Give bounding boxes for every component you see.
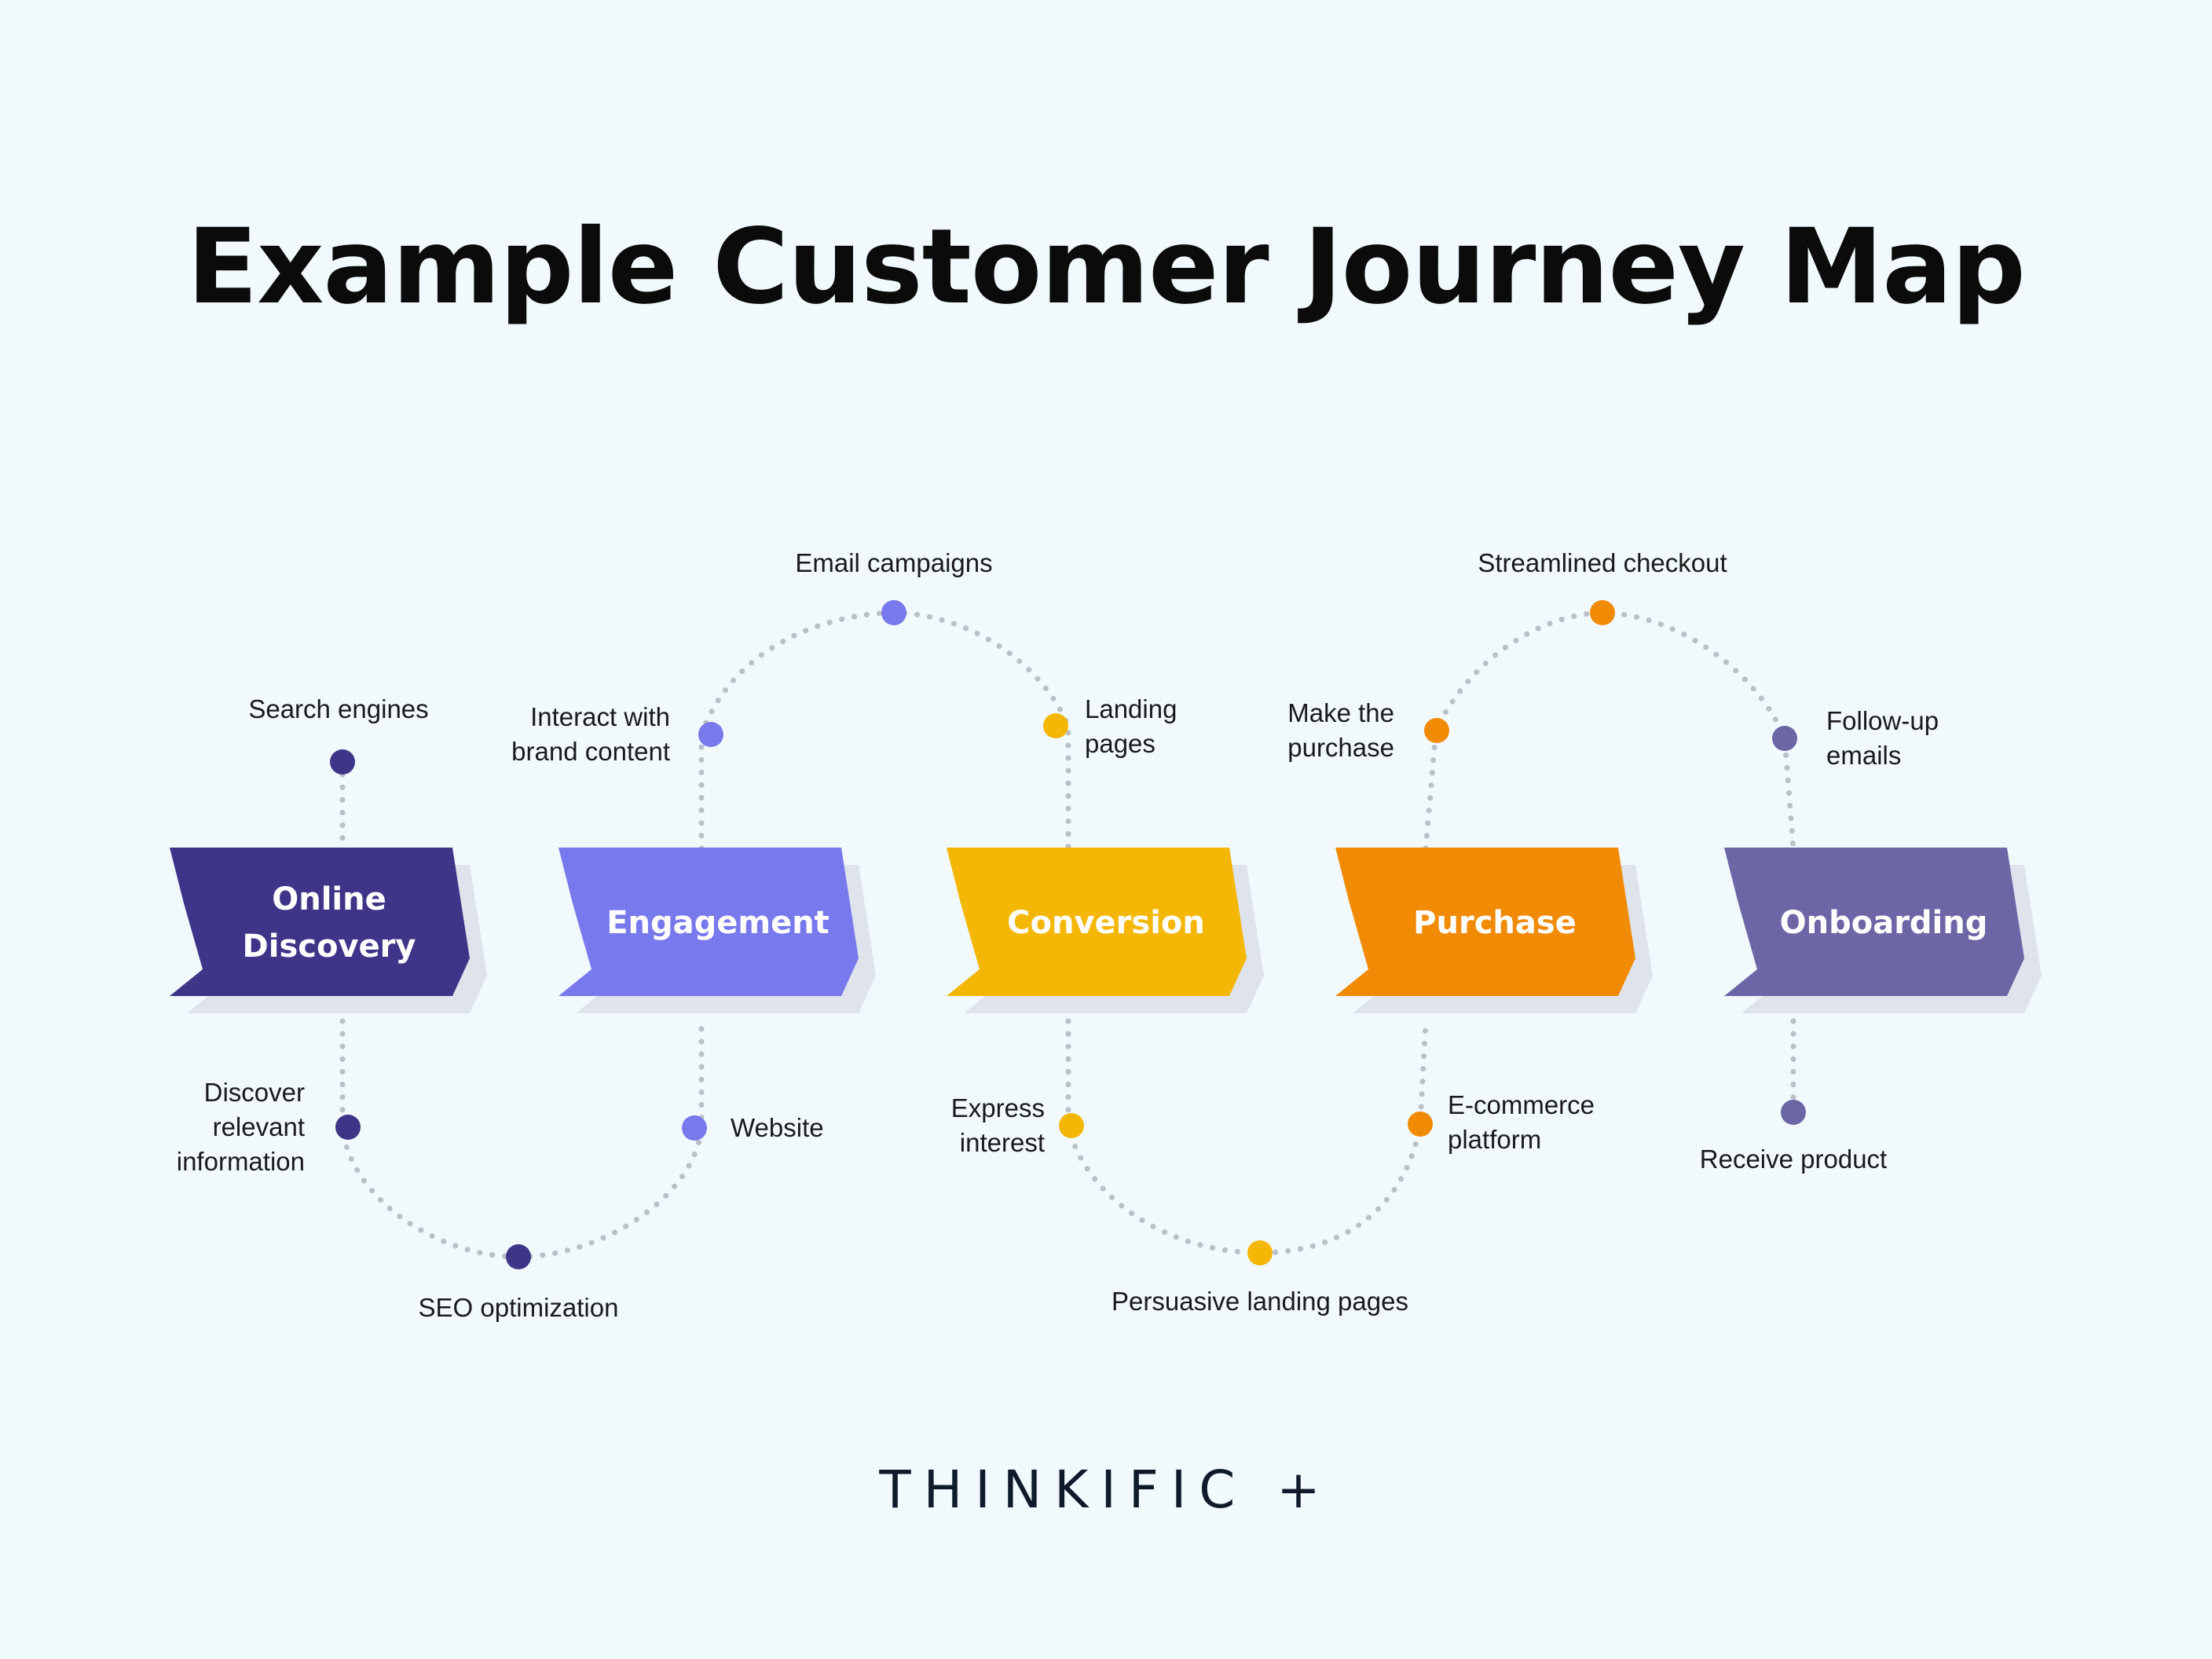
follow-up-emails-dot: [1772, 726, 1797, 751]
email-campaigns-dot: [881, 600, 906, 625]
touchpoint-dots: [330, 600, 1806, 1269]
website-dot: [682, 1115, 707, 1141]
express-interest-label: Express: [951, 1093, 1045, 1122]
express-interest-dot: [1059, 1113, 1084, 1138]
stage-banner: [558, 848, 859, 996]
make-the-purchase-dot: [1424, 718, 1449, 743]
interact-with-brand-content-dot: [698, 722, 723, 747]
search-engines-label: Search engines: [248, 694, 428, 723]
receive-product-label: Receive product: [1700, 1144, 1887, 1174]
thinkific-logo: THINKIFIC +: [879, 1459, 1333, 1520]
connector-path: [1423, 610, 1796, 851]
interact-with-brand-content-label: Interact with: [530, 702, 670, 731]
e-commerce-platform-label: E-commerce: [1448, 1090, 1595, 1119]
seo-optimization-dot: [506, 1244, 531, 1269]
stage-label: Purchase: [1413, 905, 1577, 941]
follow-up-emails-label: Follow-up: [1826, 706, 1939, 735]
discover-relevant-information-label: Discover: [204, 1078, 305, 1107]
email-campaigns-label: Email campaigns: [795, 548, 992, 577]
streamlined-checkout-label: Streamlined checkout: [1478, 548, 1727, 577]
stage-label: Conversion: [1007, 905, 1205, 941]
website-label: Website: [731, 1113, 824, 1142]
connector-path: [698, 610, 1071, 851]
interact-with-brand-content-label: brand content: [511, 737, 670, 766]
landing-pages-dot: [1043, 713, 1068, 738]
stage-engagement: Engagement: [558, 848, 876, 1013]
page-title: Example Customer Journey Map: [187, 207, 2026, 328]
persuasive-landing-pages-dot: [1247, 1240, 1273, 1265]
e-commerce-platform-label: platform: [1448, 1125, 1541, 1154]
discover-relevant-information-label: information: [177, 1147, 305, 1176]
connector-path: [339, 1018, 705, 1260]
stage-conversion: Conversion: [947, 848, 1264, 1013]
seo-optimization-label: SEO optimization: [419, 1293, 619, 1322]
follow-up-emails-label: emails: [1826, 741, 1901, 770]
make-the-purchase-label: purchase: [1287, 733, 1394, 762]
stage-onboarding: Onboarding: [1724, 848, 2042, 1013]
stage-label: Engagement: [606, 905, 830, 941]
express-interest-label: interest: [960, 1128, 1045, 1157]
stage-label: Onboarding: [1780, 905, 1988, 941]
stage-purchase: Purchase: [1335, 848, 1653, 1013]
search-engines-dot: [330, 749, 355, 775]
discover-relevant-information-dot: [335, 1115, 361, 1140]
stage-banner: [947, 848, 1247, 996]
connector-path: [1065, 1018, 1429, 1256]
e-commerce-platform-dot: [1408, 1111, 1433, 1137]
persuasive-landing-pages-label: Persuasive landing pages: [1111, 1287, 1408, 1316]
make-the-purchase-label: Make the: [1287, 698, 1394, 727]
discover-relevant-information-label: relevant: [213, 1112, 305, 1141]
stage-banner: [1724, 848, 2024, 996]
stage-banner: [170, 848, 470, 996]
stage-label: Discovery: [243, 928, 416, 965]
receive-product-dot: [1781, 1100, 1806, 1125]
streamlined-checkout-dot: [1590, 600, 1615, 625]
landing-pages-label: Landing: [1085, 694, 1177, 723]
stage-label: Online: [272, 881, 386, 917]
stage-banner: [1335, 848, 1635, 996]
landing-pages-label: pages: [1085, 729, 1155, 758]
